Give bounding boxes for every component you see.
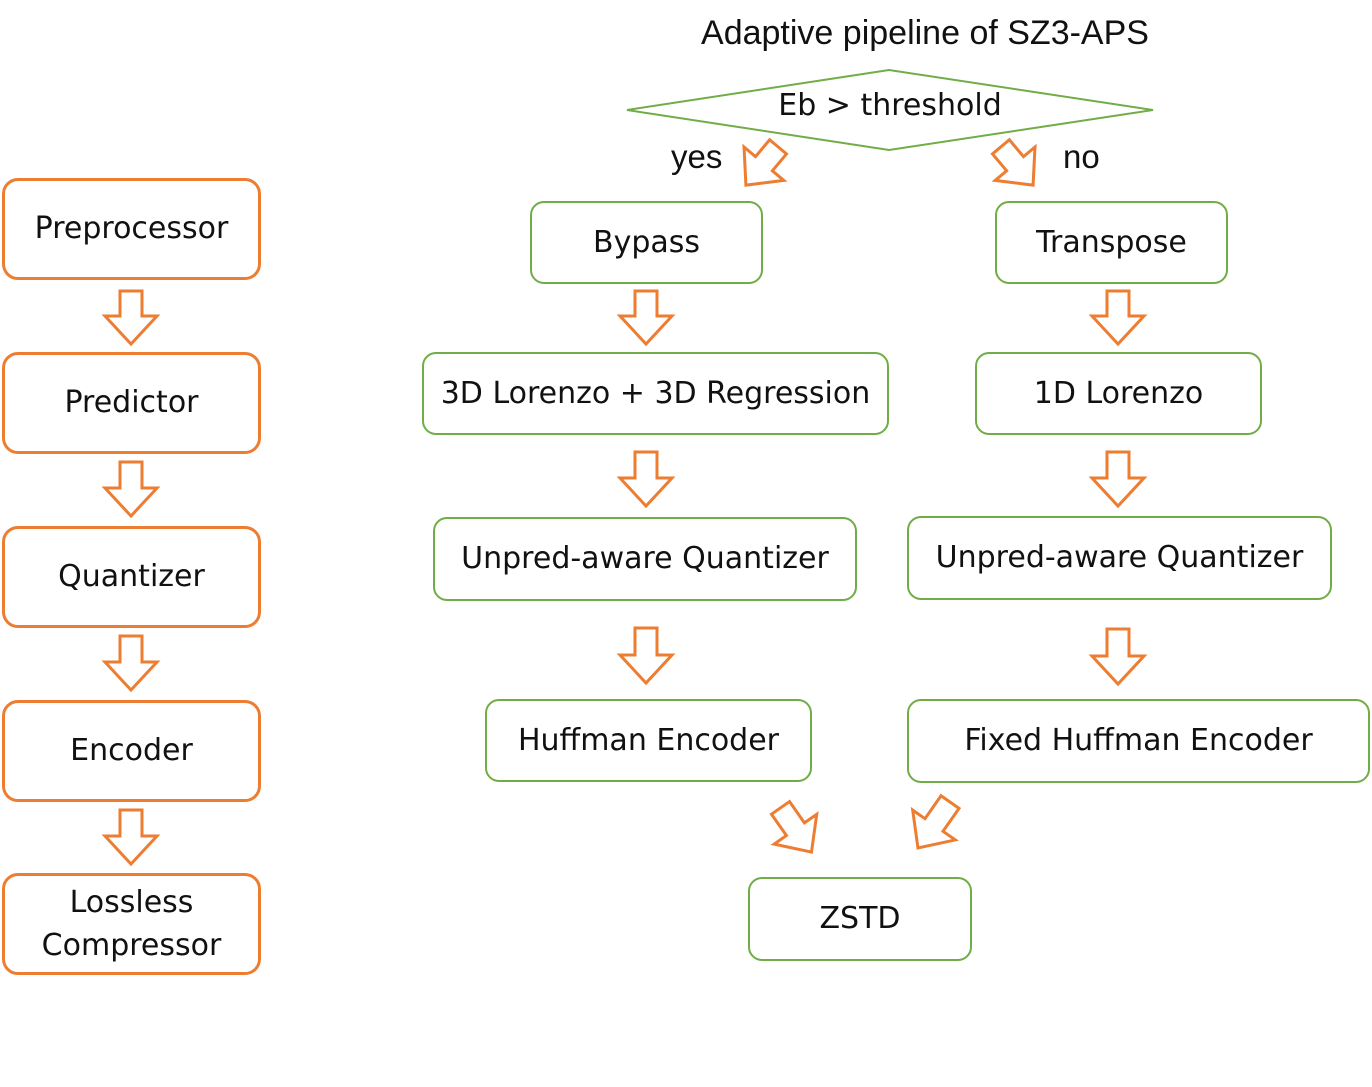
stage-label: Quantizer <box>58 559 205 595</box>
stage-preprocessor: Preprocessor <box>2 178 261 280</box>
stage-huffman-encoder: Huffman Encoder <box>485 699 812 782</box>
flow-arrow <box>1088 289 1148 347</box>
stage-label: Unpred-aware Quantizer <box>935 540 1304 576</box>
stage-bypass: Bypass <box>530 201 763 284</box>
stage-transpose: Transpose <box>995 201 1228 284</box>
stage-predictor: Predictor <box>2 352 261 454</box>
stage-quantizer: Quantizer <box>2 526 261 628</box>
flow-arrow <box>101 634 161 693</box>
flow-arrow <box>101 289 161 347</box>
stage-label: Fixed Huffman Encoder <box>964 723 1313 759</box>
stage-label: Unpred-aware Quantizer <box>461 541 829 577</box>
stage-label: Huffman Encoder <box>517 722 780 758</box>
flow-arrow <box>616 626 676 686</box>
flow-arrow <box>1088 627 1148 687</box>
stage-label: 3D Lorenzo + 3D Regression <box>440 375 871 411</box>
stage-fixed-huffman-encoder: Fixed Huffman Encoder <box>907 699 1370 783</box>
yes-arrow <box>742 137 789 187</box>
stage-label: ZSTD <box>819 901 901 937</box>
stage-label: 1D Lorenzo <box>1033 375 1204 411</box>
merge-arrow <box>769 799 819 854</box>
stage-unpred-quantizer-no: Unpred-aware Quantizer <box>907 516 1332 600</box>
stage-label: Encoder <box>70 733 193 769</box>
decision-label: Eb > threshold <box>778 88 1002 123</box>
stage-encoder: Encoder <box>2 700 261 802</box>
stage-lossless-compressor: Lossless Compressor <box>2 873 261 975</box>
stage-label: Bypass <box>592 224 701 260</box>
no-branch-label: no <box>1063 138 1100 175</box>
flow-arrow <box>101 460 161 519</box>
stage-label: Lossless Compressor <box>41 884 222 964</box>
stage-unpred-quantizer-yes: Unpred-aware Quantizer <box>433 517 857 601</box>
stage-3d-lorenzo-regression: 3D Lorenzo + 3D Regression <box>422 352 889 435</box>
yes-branch-label: yes <box>671 138 723 175</box>
adaptive-pipeline-title: Adaptive pipeline of SZ3-APS <box>701 14 1149 52</box>
stage-label: Predictor <box>64 385 199 421</box>
flow-arrow <box>616 450 676 509</box>
stage-label: Preprocessor <box>34 211 229 247</box>
flow-arrow <box>1088 450 1148 509</box>
stage-zstd: ZSTD <box>748 877 972 961</box>
flow-arrow <box>616 289 676 347</box>
decision-diamond <box>626 68 1154 152</box>
stage-1d-lorenzo: 1D Lorenzo <box>975 352 1262 435</box>
merge-arrow <box>910 793 962 850</box>
flow-arrow <box>101 808 161 867</box>
no-arrow <box>990 137 1037 187</box>
stage-label: Transpose <box>1036 224 1187 260</box>
